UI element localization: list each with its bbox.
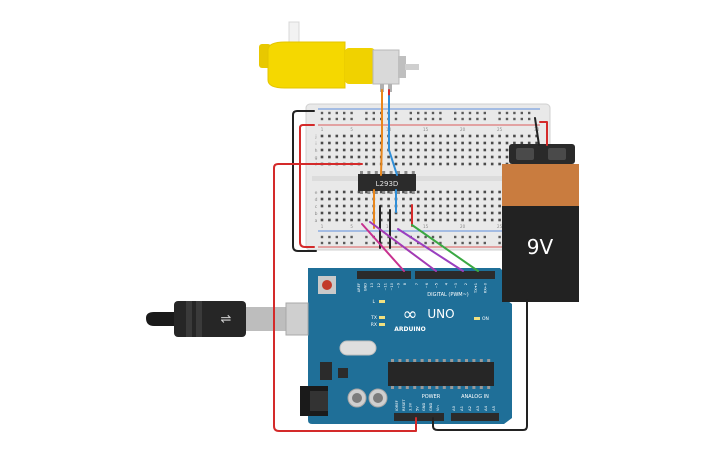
column-number: 1 [321,127,324,132]
rx-led-label: RX [371,322,377,328]
arduino-brand: ARDUINO [394,326,425,333]
wires [273,89,548,432]
wire-signal-green [411,224,479,272]
row-letter: h [315,148,318,154]
row-letter: g [315,156,318,161]
column-number: 15 [423,224,429,229]
wire-signal-magenta [361,223,405,272]
power-pin-label: GND [429,403,433,411]
column-number: 20 [460,224,466,229]
digital-pin-label: TX➜1 [474,283,478,294]
power-pin-label: Vin [436,405,440,411]
battery-9v[interactable]: 9V [502,144,579,302]
wire-5v-red [273,163,417,432]
digital-pin-label: ~5 [435,283,439,288]
usb-cable[interactable]: ⇌ [146,301,309,337]
digital-pin-label: AREF [357,283,361,292]
on-led-label: ON [482,316,489,322]
arduino-model: UNO [427,307,454,321]
battery-label: 9V [527,235,554,259]
digital-pin-label: RX←0 [484,282,488,293]
analog-pin-label: A5 [491,405,496,411]
digital-pin-label: ~9 [397,282,401,288]
wire-motor-orange [380,89,383,176]
wire-battery-gnd [432,299,528,431]
chip-label: L293D [376,180,399,188]
digital-pin-label: 7 [415,283,419,285]
digital-pin-label: ~11 [383,283,387,291]
l293d-chip[interactable]: L293D [358,171,416,194]
row-letter: c [315,205,318,210]
column-number: 25 [497,224,503,229]
column-number: 5 [350,127,353,132]
column-number: 5 [350,224,353,229]
row-letter: b [315,211,318,217]
column-number: 10 [386,224,392,229]
analog-pin-label: A4 [483,405,488,411]
row-letter: d [315,197,318,203]
power-label: POWER [422,394,441,400]
column-number: 1 [321,224,324,229]
digital-pin-label: 8 [403,282,407,285]
arduino-logo-icon: ∞ [403,304,418,325]
power-header [394,413,444,421]
digital-pin-label: 12 [377,283,381,288]
power-pin-label: RESET [402,399,406,411]
analog-pin-label: A2 [467,405,472,411]
wire-battery-red [539,121,548,146]
wire-signal-purple-2 [397,228,464,272]
power-pin-label: 5V [415,406,419,411]
usb-icon: ⇌ [221,312,232,327]
row-letter: a [315,219,318,224]
power-pin-label: IOREF [395,400,399,411]
digital-header-right [415,271,495,279]
analog-pin-label: A1 [459,405,464,411]
wire-rail-black-left [292,110,317,252]
digital-pin-label: ~6 [425,282,429,288]
digital-label: DIGITAL (PWM~) [427,292,469,298]
column-number: 20 [460,127,466,132]
analog-label: ANALOG IN [461,394,489,400]
wire-signal-purple [369,221,437,272]
column-number: 25 [497,127,503,132]
power-pin-label: 3.3V [409,402,413,411]
digital-pin-label: ~3 [454,283,458,288]
wire-rail-red-left [299,124,315,248]
atmega-chip [388,362,494,386]
row-letter: i [315,141,316,147]
analog-header [451,413,499,421]
analog-pin-label: A0 [451,405,456,411]
digital-pin-label: GND [364,283,368,291]
tx-led-label: TX [370,315,377,321]
wire-battery-black [534,117,540,146]
row-letter: e [315,191,318,196]
analog-pin-label: A3 [475,405,480,411]
dc-motor[interactable] [259,21,419,92]
power-pin-label: GND [422,403,426,411]
l-led-label: L [372,299,375,305]
row-letter: j [314,134,316,140]
digital-header-left [357,271,411,279]
digital-pin-label: ~10 [390,282,394,290]
column-number: 15 [423,127,429,132]
digital-pin-label: 2 [464,283,468,285]
wire-motor-blue [388,95,398,176]
digital-pin-label: 13 [370,283,374,288]
digital-pin-label: 4 [444,282,448,285]
